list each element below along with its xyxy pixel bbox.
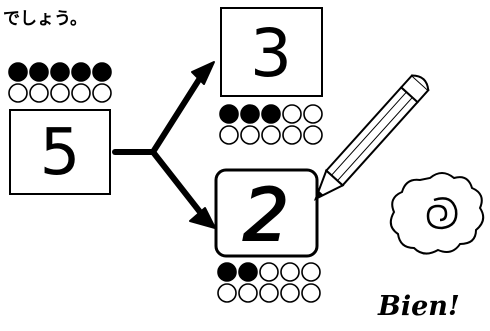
dot-empty (71, 83, 91, 103)
dot-empty (280, 283, 300, 303)
dot-empty (282, 104, 302, 124)
dot-filled (29, 62, 49, 82)
part-bottom-box: 2 (214, 168, 319, 258)
dot-empty (280, 262, 300, 282)
part-top-box: 3 (220, 7, 323, 97)
dot-filled (8, 62, 28, 82)
dot-filled (261, 104, 281, 124)
dot-empty (261, 125, 281, 145)
dot-empty (238, 283, 258, 303)
part-bottom-frame (214, 168, 319, 258)
dot-group-top (219, 104, 323, 145)
dot-empty (303, 125, 323, 145)
dot-filled (238, 262, 258, 282)
dot-group-bottom (217, 262, 321, 303)
part-top-value: 3 (250, 15, 292, 92)
dot-filled (217, 262, 237, 282)
stamp-label: Bien! (377, 291, 460, 322)
dot-empty (240, 125, 260, 145)
dot-empty (303, 104, 323, 124)
dot-empty (92, 83, 112, 103)
dot-filled (92, 62, 112, 82)
part-top-frame (220, 7, 323, 97)
dot-empty (259, 283, 279, 303)
heading-text: でしょう。 (3, 9, 87, 29)
whole-number-box: 5 (9, 109, 111, 195)
split-arrow-icon (112, 61, 216, 229)
dot-empty (29, 83, 49, 103)
dot-filled (50, 62, 70, 82)
dot-empty (50, 83, 70, 103)
dot-filled (71, 62, 91, 82)
dot-empty (217, 283, 237, 303)
pencil-icon (313, 74, 430, 201)
whole-number-frame (9, 109, 111, 195)
flower-stamp-icon (389, 172, 485, 255)
part-bottom-value: 2 (243, 173, 289, 257)
dot-empty (282, 125, 302, 145)
dot-empty (301, 262, 321, 282)
dot-empty (259, 262, 279, 282)
dot-empty (219, 125, 239, 145)
dot-empty (8, 83, 28, 103)
whole-number-value: 5 (40, 116, 81, 190)
dot-filled (240, 104, 260, 124)
dot-empty (301, 283, 321, 303)
dot-filled (219, 104, 239, 124)
dot-group-whole (8, 62, 112, 103)
